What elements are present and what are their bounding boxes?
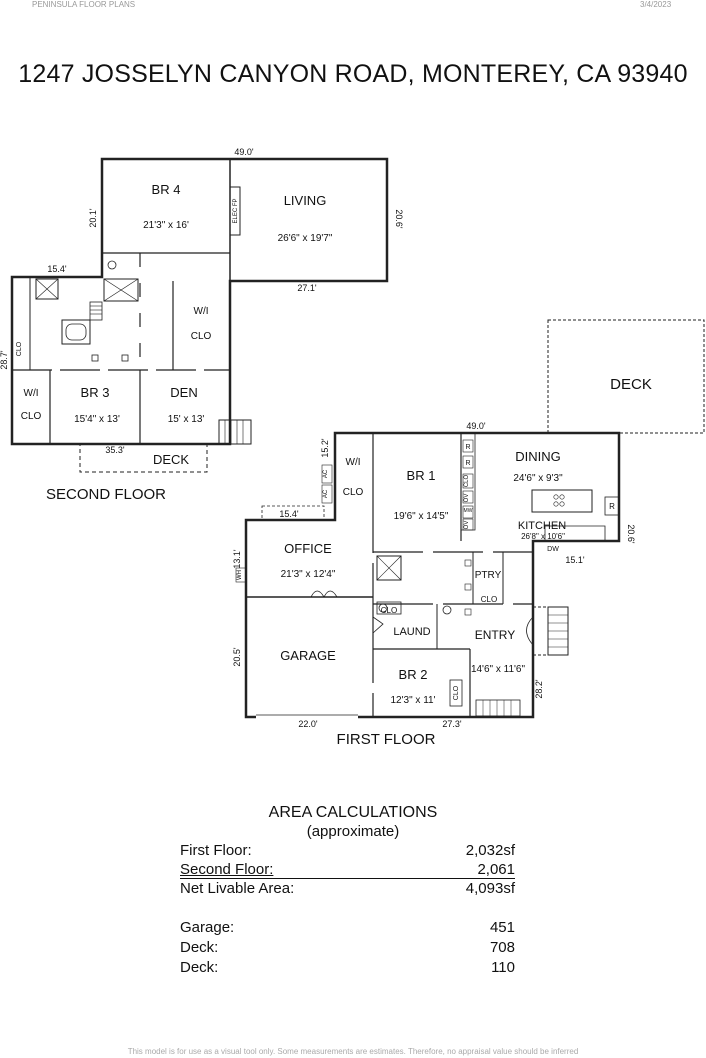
- area-row-label: First Floor:: [180, 842, 252, 859]
- second-dim-left-upper: 20.1': [88, 208, 98, 228]
- first-dim-entry-right: 28.2': [534, 679, 544, 699]
- second-dim-right: 20.6': [394, 209, 404, 229]
- first-floor-outer-wall: [244, 431, 621, 719]
- ov2-label: OV: [464, 521, 470, 530]
- clo-k-label: CLO: [464, 475, 470, 488]
- area-row-first-floor: First Floor: 2,032sf: [180, 842, 530, 861]
- first-dim-top: 49.0': [466, 421, 486, 431]
- first-dim-office-top: 15.4': [279, 509, 299, 519]
- second-floor-plan: [10, 157, 389, 473]
- mw-label: MW: [464, 508, 473, 514]
- plan-date: 3/4/2023: [640, 0, 672, 9]
- kitchen-dims: 26'8" x 10'6": [521, 532, 565, 541]
- den-dims: 15' x 13': [168, 414, 205, 425]
- den-name: DEN: [170, 385, 197, 400]
- area-row-label: Net Livable Area:: [180, 880, 295, 897]
- br1-name: BR 1: [407, 468, 436, 483]
- second-wi-clo: CLO: [191, 331, 212, 342]
- area-row-label: Garage:: [180, 919, 235, 936]
- br1-dims: 19'6" x 14'5": [394, 511, 449, 522]
- area-row-value: 2,061: [477, 861, 515, 878]
- area-row-label: Deck:: [180, 939, 219, 956]
- floor-plan-drawing: BR 4 21'3" x 16' LIVING 26'6" x 19'7" EL…: [0, 147, 705, 748]
- area-row-deck-1: Deck: 708: [180, 939, 530, 958]
- area-row-value: 110: [491, 959, 515, 976]
- second-dim-mid: 27.1': [297, 283, 317, 293]
- first-wi-name: W/I: [346, 457, 361, 468]
- first-dim-garage-bottom: 22.0': [298, 719, 318, 729]
- disclaimer-footer: This model is for use as a visual tool o…: [127, 1047, 579, 1056]
- kitchen-name: KITCHEN: [518, 520, 566, 532]
- first-dim-office-left: 13.1': [232, 549, 242, 569]
- first-deck-label: DECK: [610, 376, 652, 393]
- second-floor-outer-wall: [10, 157, 389, 446]
- clo-ptry-label: CLO: [481, 595, 497, 604]
- office-dims: 21'3" x 12'4": [281, 569, 336, 580]
- living-name: LIVING: [284, 193, 327, 208]
- clo-br2-label: CLO: [453, 685, 460, 700]
- area-row-net-livable: Net Livable Area: 4,093sf: [180, 880, 530, 899]
- entry-dims: 14'6" x 11'6": [471, 664, 526, 675]
- second-dim-step: 15.4': [47, 264, 67, 274]
- br2-name: BR 2: [399, 667, 428, 682]
- dining-dims: 24'6" x 9'3": [513, 473, 563, 484]
- ptry-label: PTRY: [475, 570, 502, 581]
- fridge-r-label: R: [609, 502, 615, 511]
- living-dims: 26'6" x 19'7": [278, 233, 333, 244]
- area-row-label: Second Floor:: [180, 861, 274, 878]
- r1-label: R: [465, 444, 470, 451]
- area-sum-rule: [180, 878, 515, 879]
- kitchen-island: [531, 489, 593, 513]
- first-dim-garage-left: 20.5': [232, 647, 242, 667]
- area-calculations-subtitle: (approximate): [306, 823, 400, 840]
- area-row-value: 2,032sf: [465, 842, 515, 859]
- first-dim-kitchen-bottom: 15.1': [565, 555, 585, 565]
- garage-name: GARAGE: [280, 648, 336, 663]
- area-row-value: 451: [489, 919, 515, 936]
- ov1-label: OV: [464, 494, 470, 503]
- first-floor-plan: [235, 319, 705, 719]
- second-deck-label: DECK: [153, 452, 189, 467]
- area-row-value: 4,093sf: [465, 880, 515, 897]
- br4-dims: 21'3" x 16': [143, 220, 189, 231]
- wh-label: WH: [237, 570, 243, 580]
- second-left-wi-clo: CLO: [21, 411, 42, 422]
- area-row-garage: Garage: 451: [180, 919, 530, 938]
- first-dim-left-top: 15.2': [320, 438, 330, 458]
- second-floor-label: SECOND FLOOR: [46, 486, 166, 503]
- ac2-label: AC: [323, 489, 329, 498]
- br3-name: BR 3: [81, 385, 110, 400]
- area-row-deck-2: Deck: 110: [180, 959, 530, 978]
- laund-label: LAUND: [393, 626, 430, 638]
- br4-name: BR 4: [152, 182, 181, 197]
- elec-fp-label: ELEC FP: [233, 198, 239, 223]
- area-calculations-title: AREA CALCULATIONS: [268, 804, 438, 821]
- first-dim-bottom: 27.3': [442, 719, 462, 729]
- area-row-second-floor: Second Floor: 2,061: [180, 861, 530, 880]
- ac1-label: AC: [323, 469, 329, 478]
- second-dim-left: 28.7': [0, 350, 9, 370]
- second-dim-bottom: 35.3': [105, 445, 125, 455]
- first-wi-clo: CLO: [343, 487, 364, 498]
- second-left-clo: CLO: [16, 341, 23, 356]
- br2-dims: 12'3" x 11': [391, 695, 436, 706]
- r2-label: R: [465, 460, 470, 467]
- first-floor-deck: [547, 319, 705, 434]
- office-name: OFFICE: [284, 541, 332, 556]
- first-floor-label: FIRST FLOOR: [337, 731, 436, 748]
- second-dim-top: 49.0': [234, 147, 254, 157]
- company-name: PENINSULA FLOOR PLANS: [32, 0, 136, 9]
- second-floor-deck: [79, 443, 208, 473]
- area-row-label: Deck:: [180, 959, 219, 976]
- dw-label: DW: [547, 546, 559, 553]
- second-wi-name: W/I: [194, 306, 209, 317]
- entry-name: ENTRY: [475, 628, 515, 642]
- property-address-title: 1247 JOSSELYN CANYON ROAD, MONTEREY, CA …: [18, 60, 688, 88]
- first-dim-right: 20.6': [626, 524, 636, 544]
- dining-name: DINING: [515, 449, 561, 464]
- area-row-value: 708: [489, 939, 515, 956]
- second-left-wi-name: W/I: [24, 388, 39, 399]
- br3-dims: 15'4" x 13': [74, 414, 120, 425]
- clo-bath-label: CLO: [381, 606, 397, 615]
